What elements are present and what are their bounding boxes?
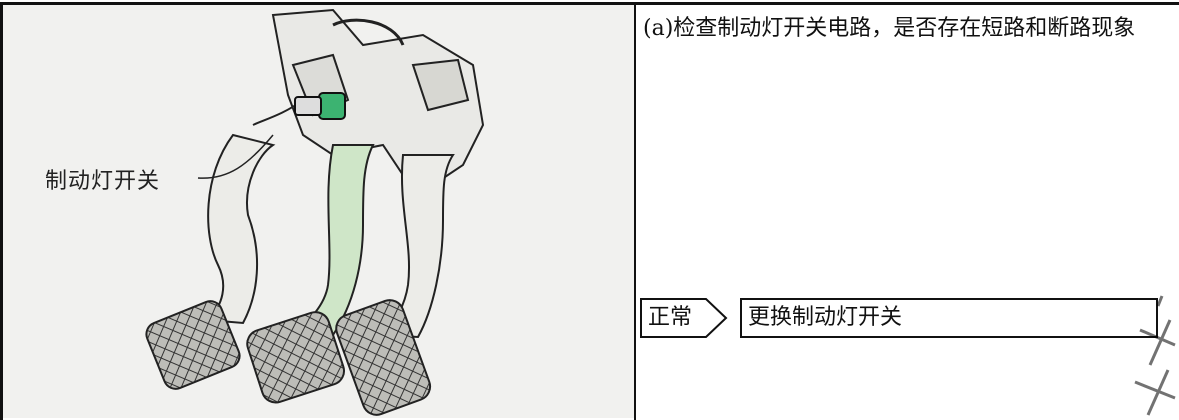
- table-column-divider: [634, 2, 636, 420]
- status-normal-box: 正常: [640, 298, 698, 338]
- action-box: 更换制动灯开关: [740, 298, 1158, 338]
- callout-label: 制动灯开关: [45, 169, 161, 194]
- watermark-fragment: [1134, 295, 1176, 416]
- brake-light-switch-highlight: [318, 92, 346, 120]
- callout-leader-line: [197, 134, 274, 179]
- instruction-text: (a)检查制动灯开关电路，是否存在短路和断路现象: [643, 16, 1136, 41]
- flow-arrow-icon: [696, 298, 728, 338]
- pedal-assembly-illustration: 制动灯开关: [3, 5, 634, 418]
- table-left-border: [0, 2, 3, 420]
- pedal-assembly-drawing: [3, 5, 634, 418]
- table-top-border: [0, 2, 1179, 5]
